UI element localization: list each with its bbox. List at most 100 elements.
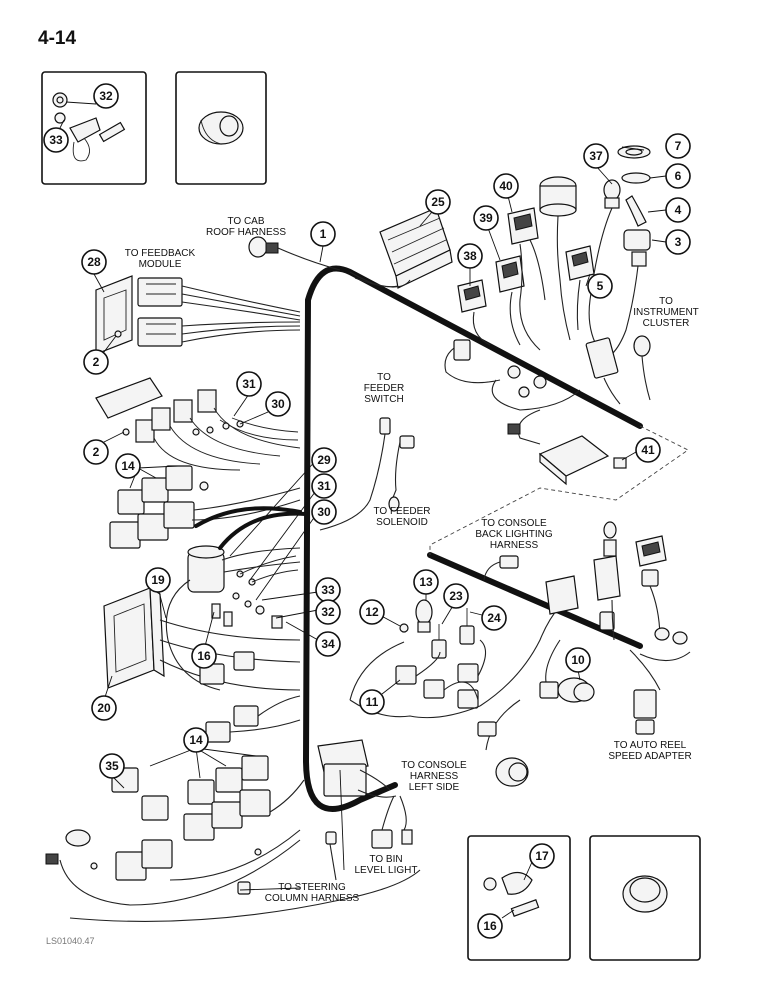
diode-strip <box>95 377 301 471</box>
svg-text:32: 32 <box>99 89 113 103</box>
callout-33-inset: 33 <box>43 127 69 153</box>
callout-4: 4 <box>665 197 691 223</box>
svg-text:31: 31 <box>317 479 331 493</box>
callout-38: 38 <box>457 243 483 269</box>
callouts: 1 32 33 7 6 4 3 5 37 40 39 38 25 28 2 2 … <box>43 83 691 939</box>
inset-box-clamp <box>41 71 147 185</box>
svg-text:33: 33 <box>49 133 63 147</box>
callout-16-left: 16 <box>191 643 217 669</box>
module-41 <box>507 409 627 486</box>
svg-text:29: 29 <box>317 453 331 467</box>
callout-32-inset: 32 <box>93 83 119 109</box>
inset-box-grommet <box>175 71 267 185</box>
callout-33-lower: 33 <box>315 577 341 603</box>
svg-text:12: 12 <box>365 605 379 619</box>
svg-text:10: 10 <box>571 653 585 667</box>
svg-text:16: 16 <box>197 649 211 663</box>
callout-29: 29 <box>311 447 337 473</box>
svg-text:40: 40 <box>499 179 513 193</box>
callout-7: 7 <box>665 133 691 159</box>
svg-text:7: 7 <box>675 139 682 153</box>
callout-17: 17 <box>529 843 555 869</box>
svg-text:32: 32 <box>321 605 335 619</box>
svg-text:39: 39 <box>479 211 493 225</box>
callout-12: 12 <box>359 599 385 625</box>
callout-6: 6 <box>665 163 691 189</box>
callout-5: 5 <box>587 273 613 299</box>
callout-16-inset: 16 <box>477 913 503 939</box>
svg-text:41: 41 <box>641 443 655 457</box>
svg-text:31: 31 <box>242 377 256 391</box>
svg-text:33: 33 <box>321 583 335 597</box>
callout-31-upper: 31 <box>236 371 262 397</box>
callout-2-upper: 2 <box>83 349 109 375</box>
svg-text:13: 13 <box>419 575 433 589</box>
svg-text:6: 6 <box>675 169 682 183</box>
callout-3: 3 <box>665 229 691 255</box>
callout-39: 39 <box>473 205 499 231</box>
relay-group-lower <box>45 755 305 906</box>
callout-40: 40 <box>493 173 519 199</box>
feedback-module <box>95 275 301 355</box>
svg-text:11: 11 <box>366 695 379 709</box>
svg-text:37: 37 <box>589 149 603 163</box>
callout-20: 20 <box>91 695 117 721</box>
svg-text:3: 3 <box>675 235 682 249</box>
callout-2-lower: 2 <box>83 439 109 465</box>
speed-sensor <box>477 639 595 787</box>
svg-text:16: 16 <box>483 919 497 933</box>
callout-30-upper: 30 <box>265 391 291 417</box>
svg-text:35: 35 <box>105 759 119 773</box>
callout-30-lower: 30 <box>311 499 337 525</box>
switch-cluster-top <box>457 145 651 355</box>
callout-35: 35 <box>99 753 125 779</box>
svg-text:5: 5 <box>597 279 604 293</box>
callout-1: 1 <box>310 221 336 247</box>
svg-text:4: 4 <box>675 203 682 217</box>
console-harness-branch <box>427 552 643 649</box>
connector-block <box>379 207 453 289</box>
alarm-module <box>165 511 308 691</box>
callout-31-lower: 31 <box>311 473 337 499</box>
callout-11: 11 <box>359 689 385 715</box>
module-connectors <box>199 651 301 743</box>
svg-text:25: 25 <box>431 195 445 209</box>
figure-code: LS01040.47 <box>46 936 95 946</box>
inset-box-plug <box>589 835 701 961</box>
callout-32-lower: 32 <box>315 599 341 625</box>
cab-roof-connector <box>248 236 341 271</box>
svg-text:1: 1 <box>320 227 327 241</box>
svg-text:19: 19 <box>151 573 165 587</box>
callout-37: 37 <box>583 143 609 169</box>
svg-text:24: 24 <box>487 611 501 625</box>
control-module <box>103 586 301 691</box>
svg-text:38: 38 <box>463 249 477 263</box>
svg-text:30: 30 <box>271 397 285 411</box>
svg-text:14: 14 <box>121 459 135 473</box>
feeder-switch-connector <box>319 417 415 531</box>
callout-14-upper: 14 <box>115 453 141 479</box>
callout-28: 28 <box>81 249 107 275</box>
callout-25: 25 <box>425 189 451 215</box>
console-branch-components <box>483 521 691 735</box>
callout-23: 23 <box>443 583 469 609</box>
callout-13: 13 <box>413 569 439 595</box>
relay-group-upper <box>109 465 302 549</box>
callout-41: 41 <box>635 437 661 463</box>
callout-34: 34 <box>315 631 341 657</box>
page-number: 4-14 <box>38 28 77 49</box>
svg-text:20: 20 <box>97 701 111 715</box>
console-switches <box>349 599 561 719</box>
svg-text:14: 14 <box>189 733 203 747</box>
svg-text:34: 34 <box>321 637 335 651</box>
